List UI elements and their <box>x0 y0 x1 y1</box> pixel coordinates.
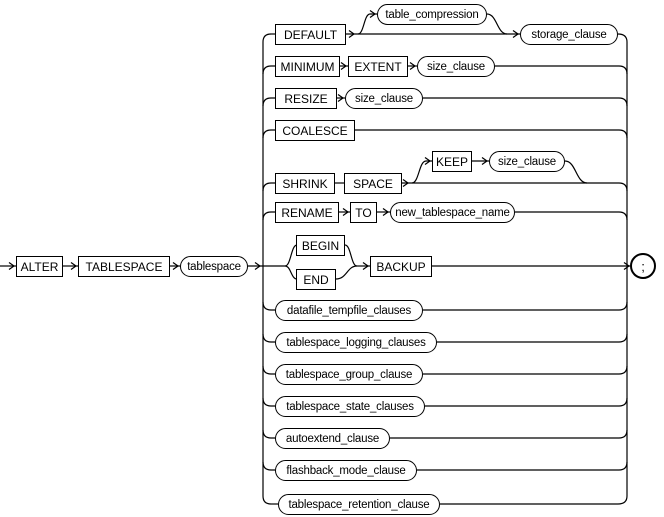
arrowhead-icons <box>8 10 631 270</box>
keyword-default: DEFAULT <box>275 24 346 45</box>
nonterminal-size-clause-3: size_clause <box>489 151 565 172</box>
keyword-extent: EXTENT <box>348 56 408 77</box>
nonterminal-size-clause-2: size_clause <box>345 88 423 109</box>
keyword-minimum: MINIMUM <box>275 56 340 77</box>
nonterminal-size-clause-1: size_clause <box>417 56 495 77</box>
nonterminal-flashback-mode-clause: flashback_mode_clause <box>275 460 417 481</box>
nonterminal-tablespace: tablespace <box>180 256 248 277</box>
keyword-resize: RESIZE <box>275 88 337 109</box>
keyword-to: TO <box>350 202 377 223</box>
nonterminal-table-compression: table_compression <box>377 4 487 25</box>
nonterminal-tablespace-group-clause: tablespace_group_clause <box>275 364 423 385</box>
rail-lines <box>0 13 630 505</box>
keyword-space: SPACE <box>344 173 402 194</box>
nonterminal-datafile-tempfile-clauses: datafile_tempfile_clauses <box>275 300 423 321</box>
nonterminal-tablespace-retention-clause: tablespace_retention_clause <box>278 494 440 515</box>
nonterminal-tablespace-state-clauses: tablespace_state_clauses <box>275 396 425 417</box>
keyword-coalesce: COALESCE <box>275 120 355 141</box>
keyword-begin: BEGIN <box>296 235 345 256</box>
keyword-shrink: SHRINK <box>275 173 335 194</box>
keyword-backup: BACKUP <box>370 256 432 277</box>
keyword-alter: ALTER <box>16 256 63 277</box>
nonterminal-new-tablespace-name: new_tablespace_name <box>390 202 515 223</box>
nonterminal-autoextend-clause: autoextend_clause <box>275 428 390 449</box>
keyword-end: END <box>296 269 336 290</box>
keyword-keep: KEEP <box>432 151 472 172</box>
keyword-tablespace: TABLESPACE <box>78 256 170 277</box>
terminator-semicolon: ; <box>630 253 656 279</box>
nonterminal-storage-clause: storage_clause <box>520 24 618 45</box>
keyword-rename: RENAME <box>275 202 339 223</box>
nonterminal-tablespace-logging-clauses: tablespace_logging_clauses <box>275 332 437 353</box>
